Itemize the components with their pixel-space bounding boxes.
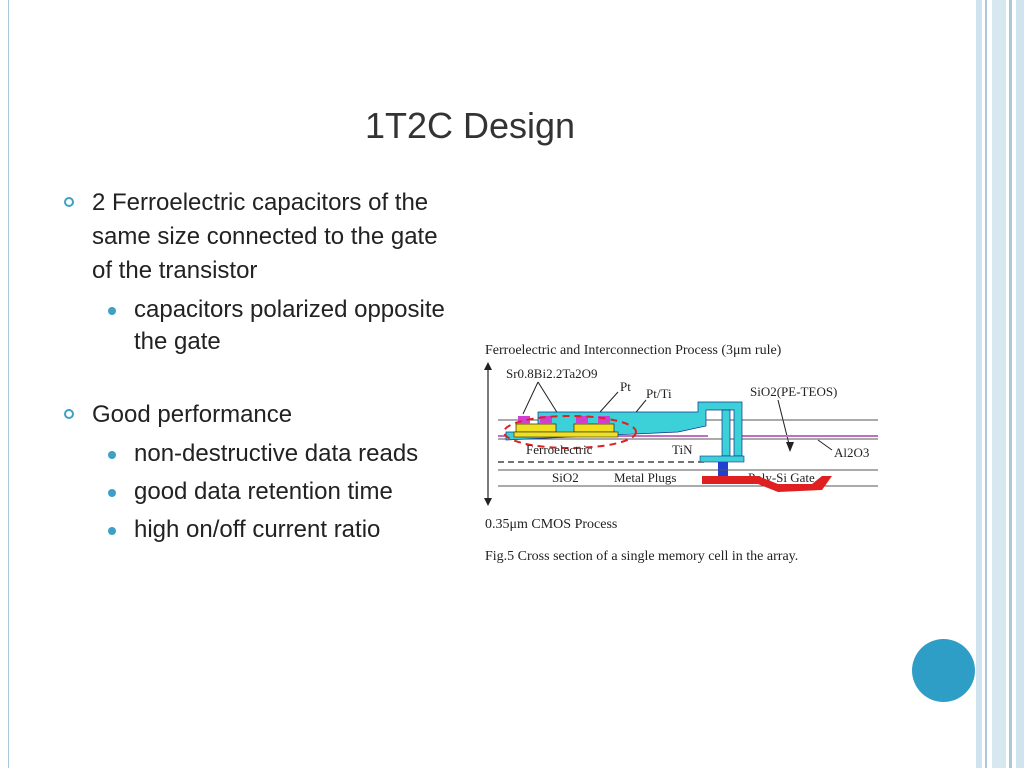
bullet-text: Good performance [92,401,293,428]
figure-caption: Fig.5 Cross section of a single memory c… [485,549,798,564]
slide-left-border [8,0,9,768]
ferroelectric-label: Ferroelectric [526,442,593,457]
ring-bullet-icon [64,409,74,419]
sub-bullet-text: non-destructive data reads [134,440,419,467]
slide-title: 1T2C Design [364,105,576,146]
bullet-list: 2 Ferroelectric capacitors of the same s… [58,186,458,552]
sub-bullet-text: high on/off current ratio [134,516,381,543]
figure-header: Ferroelectric and Interconnection Proces… [485,343,782,358]
metal-plugs-label: Metal Plugs [614,470,676,485]
dot-bullet-icon [108,489,116,497]
bullet-text: 2 Ferroelectric capacitors of the same s… [92,189,438,284]
ring-bullet-icon [64,197,74,207]
sub-bullet-item: capacitors polarized opposite the gate [58,294,458,358]
tin-label: TiN [672,442,693,457]
sub-bullet-item: good data retention time [58,476,458,508]
dot-bullet-icon [108,451,116,459]
dot-bullet-icon [108,307,116,315]
dot-bullet-icon [108,527,116,535]
decorative-circle [912,639,975,702]
bullet-item: 2 Ferroelectric capacitors of the same s… [58,186,458,288]
cross-section-figure: Ferroelectric and Interconnection Proces… [478,336,888,572]
slide-right-border [976,0,1024,768]
border-stripe [992,0,1006,768]
sbt-label: Sr0.8Bi2.2Ta2O9 [506,366,598,381]
border-stripe [1009,0,1012,768]
border-stripe [1016,0,1024,768]
sub-bullet-item: high on/off current ratio [58,514,458,546]
border-stripe [976,0,982,768]
pt-label: Pt [620,379,631,394]
sub-bullet-text: capacitors polarized opposite the gate [134,296,445,355]
border-stripe [985,0,987,768]
sub-bullet-text: good data retention time [134,478,393,505]
sio2-label: SiO2 [552,470,579,485]
cmos-label: 0.35μm CMOS Process [485,517,617,532]
ptti-label: Pt/Ti [646,386,672,401]
bullet-item: Good performance [58,398,458,432]
al2o3-label: Al2O3 [834,445,869,460]
sio2-teos-label: SiO2(PE-TEOS) [750,384,837,399]
sub-bullet-item: non-destructive data reads [58,438,458,470]
